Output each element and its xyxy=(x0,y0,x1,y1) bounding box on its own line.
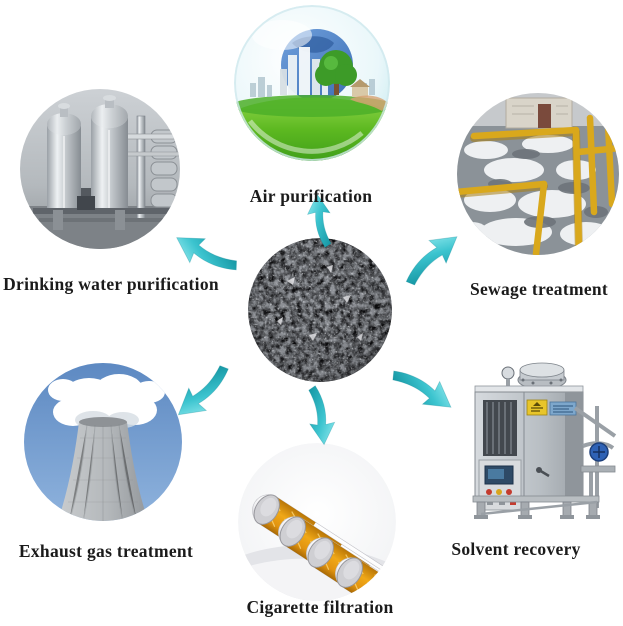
arrow-to-cigarette-filtration xyxy=(306,384,337,446)
eco-globe-photo xyxy=(234,5,390,161)
solvent-recovery-machine-photo xyxy=(447,356,620,520)
activated-carbon-granules-photo xyxy=(248,238,392,382)
cigarettes-photo xyxy=(238,443,396,601)
air-purification-photo xyxy=(232,3,392,163)
stainless-water-tanks-photo xyxy=(20,89,180,249)
cigarette-filtration-photo xyxy=(237,442,397,602)
cooling-tower-photo xyxy=(24,363,182,521)
label-exhaust-gas-treatment: Exhaust gas treatment xyxy=(18,541,194,561)
label-air-purification: Air purification xyxy=(249,186,373,206)
exhaust-gas-photo xyxy=(23,362,183,522)
solvent-recovery-photo xyxy=(447,356,620,520)
sewage-treatment-photo xyxy=(456,92,620,256)
activated-carbon-photo xyxy=(247,237,393,383)
drinking-water-photo xyxy=(19,88,181,250)
label-cigarette-filtration: Cigarette filtration xyxy=(246,597,394,617)
sewage-aeration-tank-photo xyxy=(457,93,619,255)
label-drinking-water-purification: Drinking water purification xyxy=(3,274,219,294)
label-sewage-treatment: Sewage treatment xyxy=(469,279,609,299)
label-solvent-recovery: Solvent recovery xyxy=(451,539,581,559)
